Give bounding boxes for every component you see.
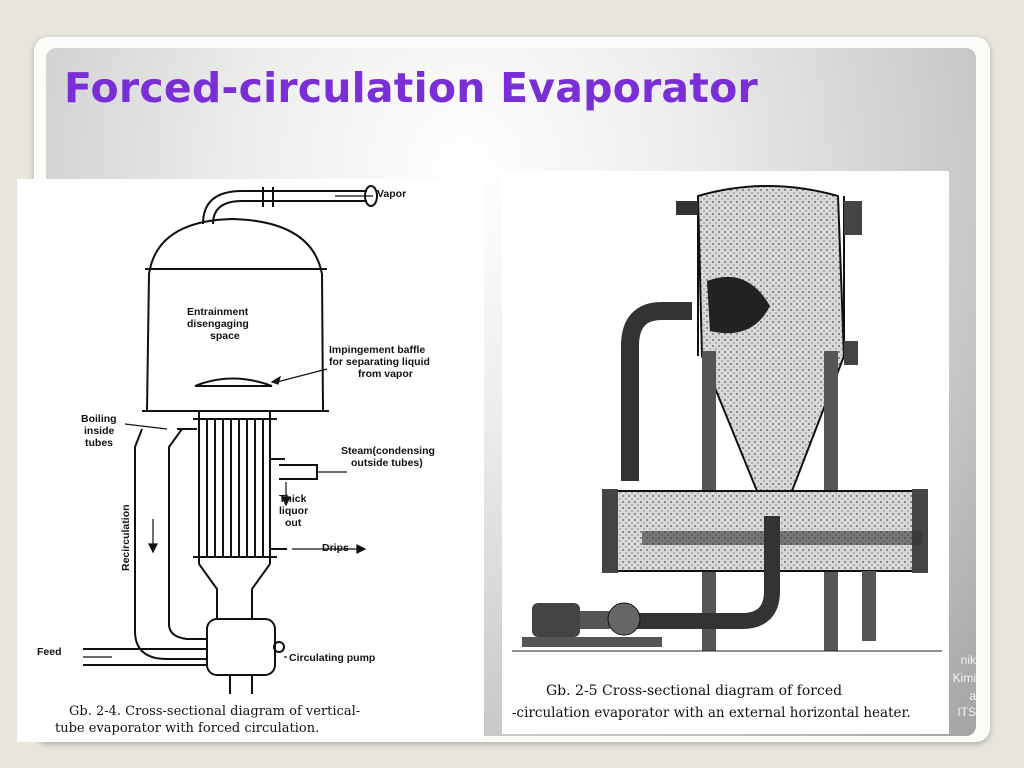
label-vapor: Vapor <box>377 188 406 200</box>
label-steam-1: Steam(condensing <box>341 445 435 457</box>
label-thick-2: liquor <box>279 505 308 517</box>
footer-line-3: a <box>969 689 976 703</box>
footer-line-4: ITS <box>957 705 976 719</box>
footer-line-2: Kimi <box>952 671 976 685</box>
left-caption-line-1: Gb. 2-4. Cross-sectional diagram of vert… <box>69 704 361 719</box>
label-recirculation: Recirculation <box>120 504 132 571</box>
label-entrainment-3: space <box>210 330 240 342</box>
label-drips: Drips <box>322 542 349 554</box>
label-boiling-3: tubes <box>85 437 113 449</box>
label-boiling-2: inside <box>84 425 115 437</box>
slide-title: Forced-circulation Evaporator <box>64 64 758 112</box>
vertical-tube-evaporator-figure: Vapor Entrainment disengaging space Impi… <box>17 179 484 742</box>
external-heater-evaporator-illustration <box>512 185 942 652</box>
label-circulating-pump: Circulating pump <box>289 652 375 664</box>
footer-line-1: nik <box>960 653 976 667</box>
label-thick-3: out <box>285 517 302 529</box>
label-steam-2: outside tubes) <box>351 457 423 469</box>
label-entrainment-2: disengaging <box>187 318 249 330</box>
right-caption-line-2: -circulation evaporator with an external… <box>512 705 911 721</box>
label-baffle-2: for separating liquid <box>329 356 430 368</box>
left-caption-line-2: tube evaporator with forced circulation. <box>55 721 320 736</box>
label-baffle-1: Impingement baffle <box>329 344 425 356</box>
vertical-tube-evaporator-diagram: Vapor Entrainment disengaging space Impi… <box>37 185 435 694</box>
right-caption-line-1: Gb. 2-5 Cross-sectional diagram of force… <box>546 683 843 699</box>
label-boiling-1: Boiling <box>81 413 117 425</box>
label-entrainment-1: Entrainment <box>187 306 249 318</box>
label-feed: Feed <box>37 646 62 658</box>
label-thick-1: Thick <box>279 493 307 505</box>
label-baffle-3: from vapor <box>358 368 413 380</box>
external-heater-evaporator-figure: Gb. 2-5 Cross-sectional diagram of force… <box>502 171 949 734</box>
